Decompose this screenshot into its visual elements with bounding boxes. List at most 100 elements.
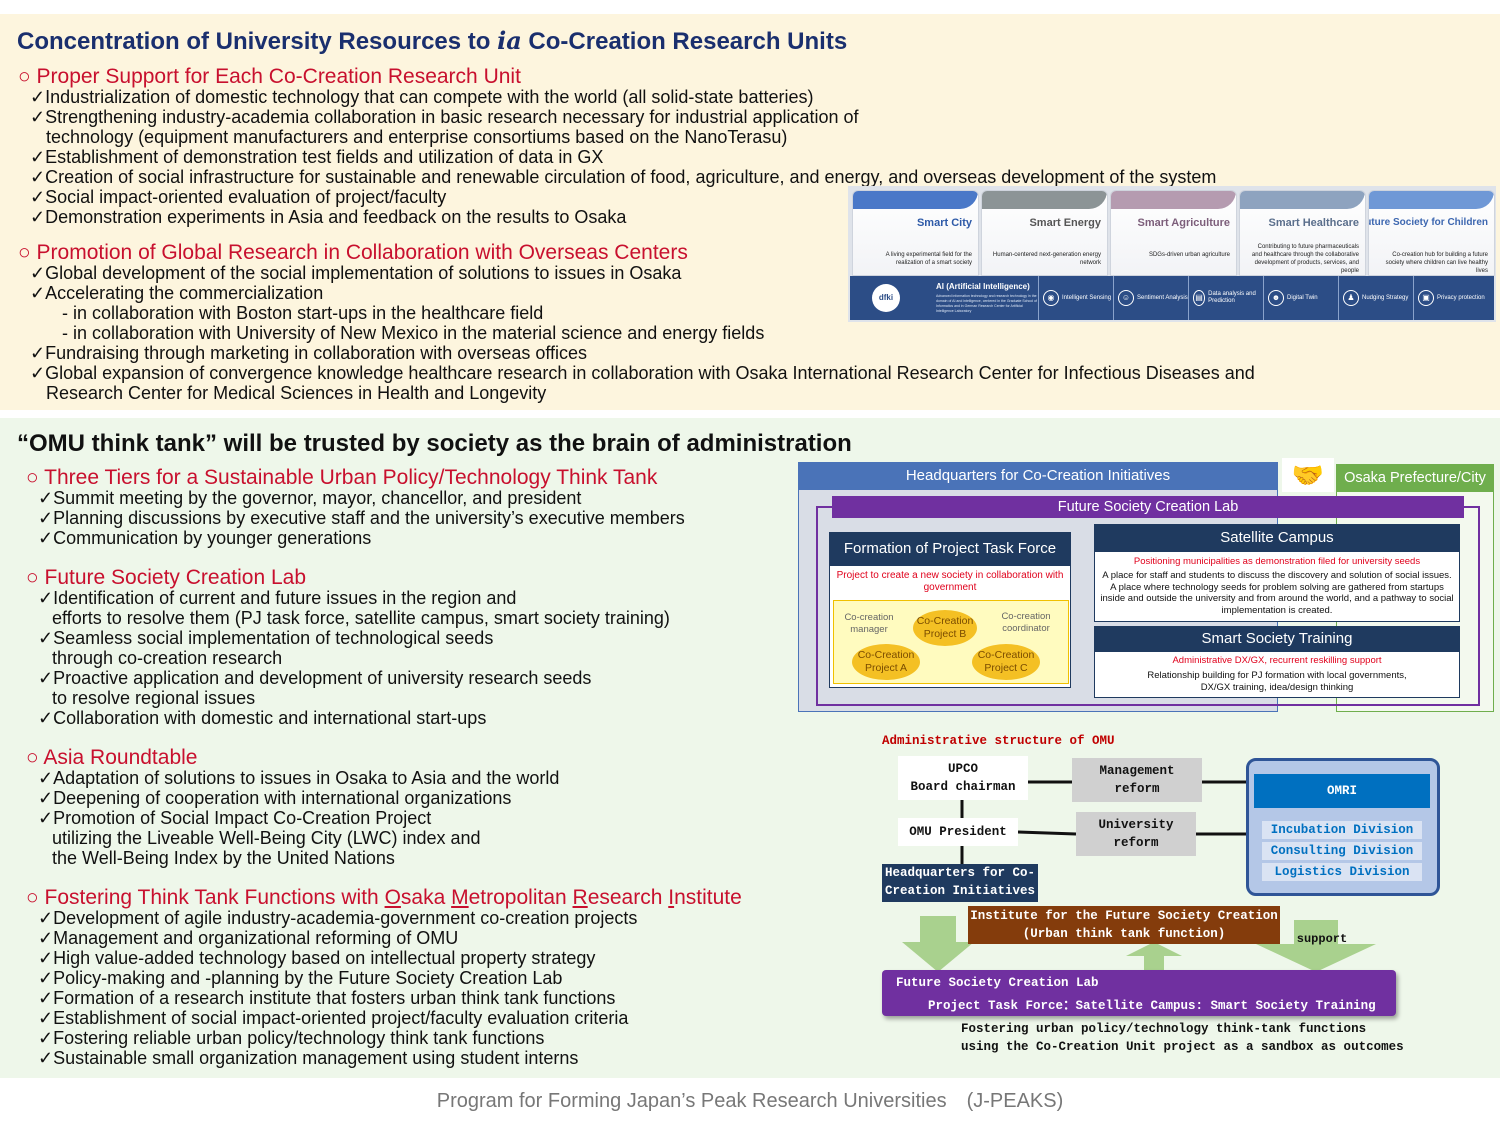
- card-smart-city: Smart City A living experimental field f…: [852, 190, 979, 276]
- list-item: ✓High value-added technology based on in…: [38, 948, 596, 968]
- list-item: to resolve regional issues: [52, 688, 256, 708]
- ai-technology-bar: dfki AI (Artificial Intelligence) Advanc…: [850, 276, 1494, 320]
- outcome-note-2: using the Co-Creation Unit project as a …: [961, 1040, 1404, 1054]
- heading-initial: M: [451, 886, 469, 909]
- card-title: Smart Healthcare: [1268, 217, 1360, 229]
- support-heading: ○ Proper Support for Each Co-Creation Re…: [18, 65, 521, 88]
- list-item: ✓Establishment of demonstration test fie…: [30, 147, 604, 167]
- list-item: ✓Sustainable small organization manageme…: [38, 1048, 579, 1068]
- ai-desc: Advanced information technology and rese…: [936, 294, 1037, 313]
- list-item: efforts to resolve them (PJ task force, …: [52, 608, 670, 628]
- down-arrow-hq: [902, 916, 974, 972]
- ai-item-label: Digital Twin: [1287, 295, 1318, 301]
- card-smart-agriculture: Smart Agriculture SDGs-driven urban agri…: [1110, 190, 1237, 276]
- list-item: ✓Industrialization of domestic technolog…: [30, 87, 814, 107]
- lab-outcome-box: [882, 970, 1396, 1016]
- list-item: ✓Proactive application and development o…: [38, 668, 592, 688]
- heading-part: nstitute: [674, 886, 742, 909]
- list-item: ✓Strengthening industry-academia collabo…: [30, 107, 859, 127]
- list-item: utilizing the Liveable Well-Being City (…: [52, 828, 481, 848]
- ai-item-data: ▤Data analysis and Prediction: [1188, 276, 1263, 320]
- upco-label: UPCO: [947, 762, 978, 776]
- list-item: - in collaboration with University of Ne…: [62, 323, 765, 343]
- card-smart-energy: Smart Energy Human-centered next-generat…: [981, 190, 1108, 276]
- list-item: ✓Global expansion of convergence knowled…: [30, 363, 1255, 383]
- heading-part: ○ Fostering Think Tank Functions with: [26, 886, 385, 909]
- ai-title: AI (Artificial Intelligence): [936, 282, 1030, 291]
- ai-item-label: Sentiment Analysis: [1137, 295, 1188, 301]
- section1-title-pre: Concentration of University Resources to: [17, 28, 498, 55]
- handshake-icon: 🤝: [1282, 458, 1334, 492]
- card-band: [1240, 191, 1365, 209]
- card-desc: Human-centered next-generation energy ne…: [992, 252, 1101, 266]
- card-title: Smart Energy: [1029, 217, 1101, 229]
- ai-item-sensing: ◉Intelligent Sensing: [1038, 276, 1113, 320]
- president-box: [898, 818, 1018, 846]
- omri-heading: ○ Fostering Think Tank Functions with Os…: [26, 886, 742, 910]
- list-item: ✓Formation of a research institute that …: [38, 988, 616, 1008]
- footer-program: Program for Forming Japan’s Peak Researc…: [436, 1090, 1064, 1112]
- lock-icon: ▣: [1418, 290, 1434, 306]
- eye-icon: ◉: [1043, 290, 1059, 306]
- list-item: ✓Social impact-oriented evaluation of pr…: [30, 187, 447, 207]
- mgmt-reform-box: [1072, 758, 1202, 802]
- card-title: Smart Agriculture: [1137, 217, 1230, 229]
- ai-item-twin: ☻Digital Twin: [1263, 276, 1338, 320]
- support-arrow: [1256, 920, 1376, 972]
- list-item: ✓Accelerating the commercialization: [30, 283, 324, 303]
- heading-part: esearch: [587, 886, 669, 909]
- list-item: through co-creation research: [52, 648, 283, 668]
- up-arrow-institute: [1126, 942, 1182, 972]
- card-desc: SDGs-driven urban agriculture: [1148, 252, 1230, 258]
- training-red: Administrative DX/GX, recurrent reskilli…: [1172, 655, 1382, 666]
- card-desc: Co-creation hub for building a future so…: [1385, 252, 1488, 274]
- ai-item-nudging: ♟Nudging Strategy: [1338, 276, 1413, 320]
- card-band: [982, 191, 1107, 209]
- list-item: ✓Development of agile industry-academia-…: [38, 908, 638, 928]
- card-title: Smart City: [916, 217, 972, 229]
- lab-heading: ○ Future Society Creation Lab: [26, 566, 306, 589]
- section1-title: Concentration of University Resources to…: [17, 26, 847, 56]
- taskforce-label: Formation of Project Task Force: [829, 532, 1071, 566]
- training-desc-1: Relationship building for PJ formation w…: [1147, 670, 1407, 681]
- hq-initiatives-label-1: Headquarters for Co-: [884, 866, 1036, 880]
- admin-structure-title: Administrative structure of OMU: [882, 734, 1115, 748]
- outcome-note-1: Fostering urban policy/technology think-…: [961, 1022, 1367, 1036]
- mgmt-reform-label: reform: [1114, 782, 1160, 796]
- card-desc: A living experimental field for the real…: [885, 252, 972, 266]
- board-chairman-label: Board chairman: [910, 780, 1016, 794]
- card-band: [853, 191, 978, 209]
- hq-initiatives-box: [882, 864, 1038, 902]
- dfki-logo: dfki: [872, 284, 900, 312]
- list-item: ✓Demonstration experiments in Asia and f…: [30, 207, 627, 227]
- institute-label-2: (Urban think tank function): [1022, 927, 1226, 941]
- hq-label: Headquarters for Co-Creation Initiatives: [798, 462, 1278, 490]
- card-desc: Contributing to future pharmaceuticals a…: [1251, 244, 1359, 274]
- consulting-division: [1262, 842, 1422, 860]
- incubation-division: [1262, 821, 1422, 839]
- lab-outcome-label-2: Project Task Force：Satellite Campus: Sma…: [928, 999, 1376, 1013]
- list-item: ✓Creation of social infrastructure for s…: [30, 167, 1217, 187]
- lab-outcome-label-1: Future Society Creation Lab: [896, 976, 1099, 990]
- training-label: Smart Society Training: [1094, 626, 1460, 652]
- chart-icon: ▤: [1193, 290, 1206, 306]
- satellite-label: Satellite Campus: [1094, 524, 1460, 552]
- taskforce-desc: Project to create a new society in colla…: [836, 570, 1064, 593]
- omri-label: OMRI: [1326, 784, 1357, 798]
- line-president-univ: [1017, 830, 1077, 836]
- heading-part: saka: [400, 886, 452, 909]
- card-title: Future Society for Children: [1368, 217, 1488, 228]
- card-smart-healthcare: Smart Healthcare Contributing to future …: [1239, 190, 1366, 276]
- univ-reform-box: [1076, 812, 1196, 856]
- list-item: the Well-Being Index by the United Natio…: [52, 848, 395, 868]
- logistics-division: [1262, 863, 1422, 881]
- list-item: ✓Adaptation of solutions to issues in Os…: [38, 768, 560, 788]
- mgmt-label: Management: [1099, 764, 1175, 778]
- card-band: [1111, 191, 1236, 209]
- logistics-label: Logistics Division: [1274, 865, 1410, 879]
- coordinator-label: Co-creation coordinator: [1001, 611, 1051, 634]
- ai-item-label: Intelligent Sensing: [1062, 295, 1112, 301]
- support-label: support: [1296, 932, 1348, 946]
- project-c-bubble: Co-Creation Project C: [972, 644, 1040, 680]
- card-band: [1369, 191, 1494, 209]
